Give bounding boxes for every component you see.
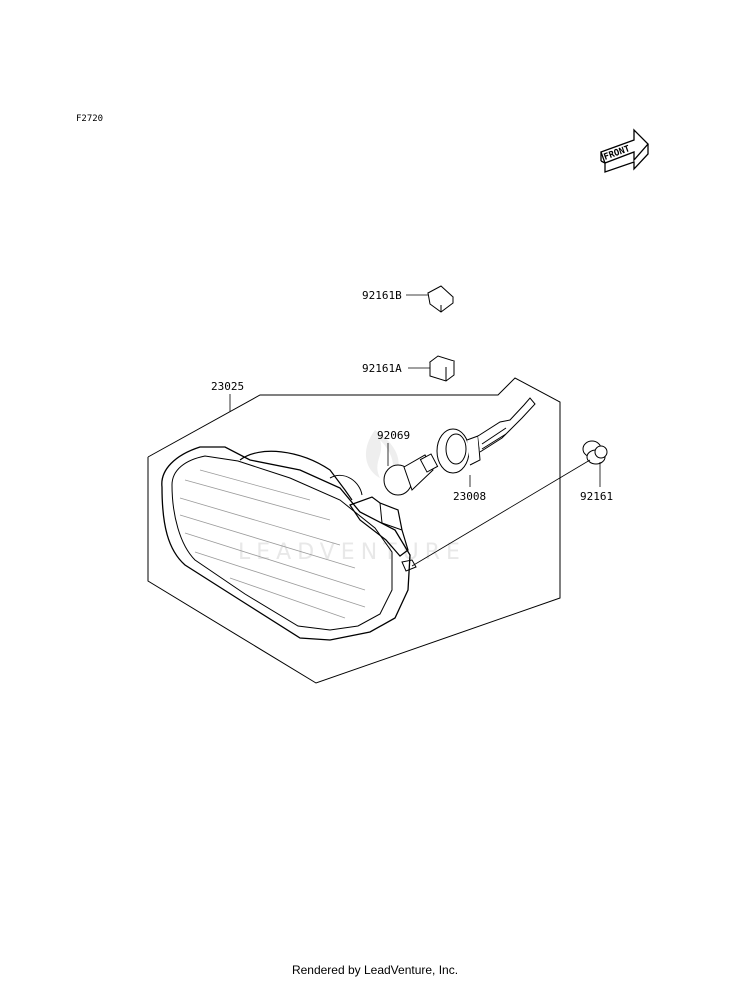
label-clip-b: 92161B [362,289,402,302]
figure-code: F2720 [76,114,103,124]
label-grommet: 92161 [580,490,613,503]
socket-part [436,397,536,474]
label-bulb: 92069 [377,429,410,442]
label-housing: 23025 [211,380,244,393]
watermark-text: LEADVENTURE [238,540,466,565]
watermark: LEADVENTURE [238,430,466,565]
front-arrow-icon: FRONT [600,128,649,173]
footer-credit: Rendered by LeadVenture, Inc. [291,963,459,977]
clip-b-part [427,285,454,313]
grommet-part [582,440,608,465]
assembly-line [411,459,591,567]
housing-group-outline [147,377,561,684]
bulb-part [383,453,439,496]
label-clip-a: 92161A [362,362,402,375]
clip-a-part [428,355,456,382]
headlight-housing [161,446,417,641]
label-socket: 23008 [453,490,486,503]
flame-icon [365,430,399,480]
